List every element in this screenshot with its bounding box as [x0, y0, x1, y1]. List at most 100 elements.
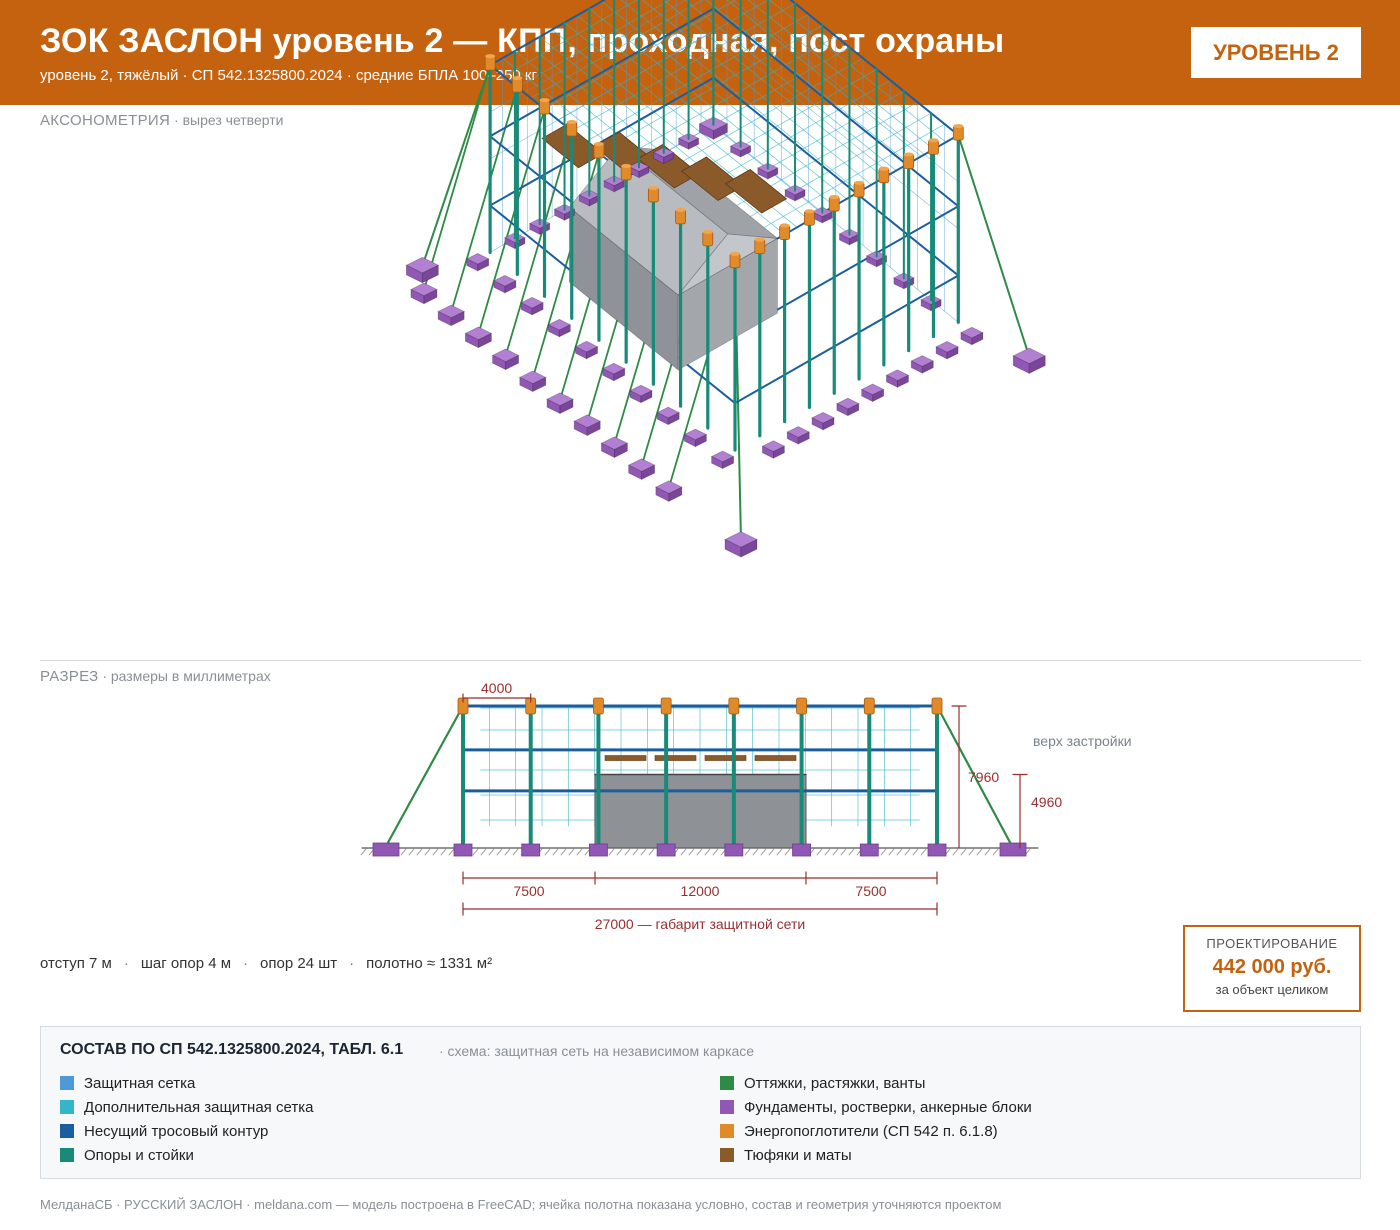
ground-hatch [480, 848, 487, 856]
axonometric-view [405, 0, 1047, 558]
section-guys [383, 704, 1015, 850]
roof-mesh-line [663, 0, 885, 179]
foundation [797, 431, 810, 445]
ground-hatch [512, 848, 519, 856]
section-mesh [462, 707, 938, 827]
dim-height-total-label: 7960 [968, 769, 999, 785]
section-mat [604, 755, 647, 761]
ground-hatch [568, 848, 575, 856]
ground-hatch [768, 848, 775, 856]
foundation [740, 145, 752, 158]
legend-swatch [720, 1076, 734, 1090]
section-absorber [593, 697, 604, 715]
ground-hatch [880, 848, 887, 856]
section-foundation [521, 843, 541, 857]
foundation [767, 167, 779, 180]
section-label-wrap: РАЗРЕЗ · размеры в миллиметрах [40, 668, 271, 685]
ground-hatch [640, 848, 647, 856]
absorber [779, 223, 790, 228]
section-cables [461, 704, 939, 793]
absorber [878, 166, 889, 171]
corner-guy [421, 64, 492, 268]
foundation [794, 189, 806, 202]
mat [724, 169, 788, 214]
ground-hatch [760, 848, 767, 856]
foundation [640, 389, 653, 404]
section-absorber [728, 697, 740, 715]
section-building [594, 755, 807, 849]
ground-hatch [976, 848, 983, 856]
ground-hatch [680, 848, 687, 856]
absorber [928, 138, 939, 143]
ground-hatch [552, 848, 559, 856]
roof-mesh-line [684, 0, 897, 171]
foundation [847, 402, 860, 417]
page-title: ЗОК ЗАСЛОН уровень 2 — КПП, проходная, п… [40, 22, 1005, 60]
corner-anchor [1028, 355, 1046, 375]
ground-hatch [968, 848, 975, 856]
dim-height-building-label: 4960 [1031, 794, 1062, 810]
ground-hatch [984, 848, 991, 856]
legend-item-label: Тюфяки и маты [744, 1146, 852, 1164]
param-post-step: шаг опор 4 м [140, 955, 232, 972]
section-foundation [859, 843, 879, 857]
foundation [694, 433, 707, 448]
section-anchor-right [999, 842, 1027, 857]
wall-mesh-line [713, 30, 959, 230]
ground-hatch [360, 848, 367, 856]
page-subtitle: уровень 2, тяжёлый · СП 542.1325800.2024… [40, 67, 537, 84]
legend-item: Фундаменты, ростверки, анкерные блоки [720, 1095, 1032, 1119]
axon-note: · вырез четверти [170, 112, 284, 128]
absorber [702, 231, 714, 247]
ground-hatch [544, 848, 551, 856]
foundation [531, 302, 544, 316]
section-dimensions: 4000 7960 4960 верх застройки 7500 12000… [462, 680, 1132, 932]
span-right-label: 7500 [855, 883, 886, 899]
section-absorber [863, 697, 875, 715]
ground-hatch [688, 848, 695, 856]
section-foundation [453, 843, 473, 857]
anchor-block [450, 310, 465, 327]
wall-mesh-line [713, 124, 959, 323]
ground-hatch [488, 848, 495, 856]
roof-mesh-line [620, 0, 860, 193]
roof-mesh-line [747, 0, 934, 150]
param-post-count: опор 24 шт [260, 955, 338, 972]
foundation [872, 388, 885, 403]
ground-hatch [648, 848, 655, 856]
ground-hatch [960, 848, 967, 856]
level-badge: УРОВЕНЬ 2 [1191, 27, 1361, 78]
anchor-block [532, 376, 547, 393]
price-note: за объект целиком [1215, 982, 1329, 997]
ground-hatch [704, 848, 711, 856]
price-value: 442 000 руб. [1212, 956, 1332, 978]
legend-swatch [60, 1124, 74, 1138]
ground-hatch [416, 848, 423, 856]
corner-anchor [421, 264, 439, 284]
absorber [953, 124, 964, 129]
roof-mesh-line [576, 15, 823, 214]
foundation [722, 455, 734, 470]
axon-energy-absorbers [484, 54, 964, 269]
span-left-label: 7500 [513, 883, 544, 899]
ground-hatch [920, 848, 927, 856]
absorber [593, 143, 605, 159]
absorber [804, 210, 815, 226]
section-divider [40, 660, 1361, 661]
footer-credits: МелданаСБ · РУССКИЙ ЗАСЛОН · meldana.com… [40, 1197, 1002, 1212]
param-separator: · [123, 955, 129, 972]
roof-mesh-line [588, 8, 835, 207]
dim-step-label: 4000 [481, 680, 512, 696]
absorber [878, 168, 890, 184]
wall-mesh-line [732, 0, 959, 183]
section-foundation [927, 843, 947, 857]
absorber [702, 229, 713, 234]
roof-mesh-line [601, 0, 847, 200]
absorber [854, 180, 865, 185]
legend-item-label: Опоры и стойки [84, 1146, 194, 1164]
guy-line [423, 64, 492, 292]
ground-hatch [616, 848, 623, 856]
header-bar: ЗОК ЗАСЛОН уровень 2 — КПП, проходная, п… [0, 0, 1400, 105]
legend-column-left: Защитная сетка Дополнительная защитная с… [60, 1071, 313, 1167]
foundation [613, 368, 626, 382]
